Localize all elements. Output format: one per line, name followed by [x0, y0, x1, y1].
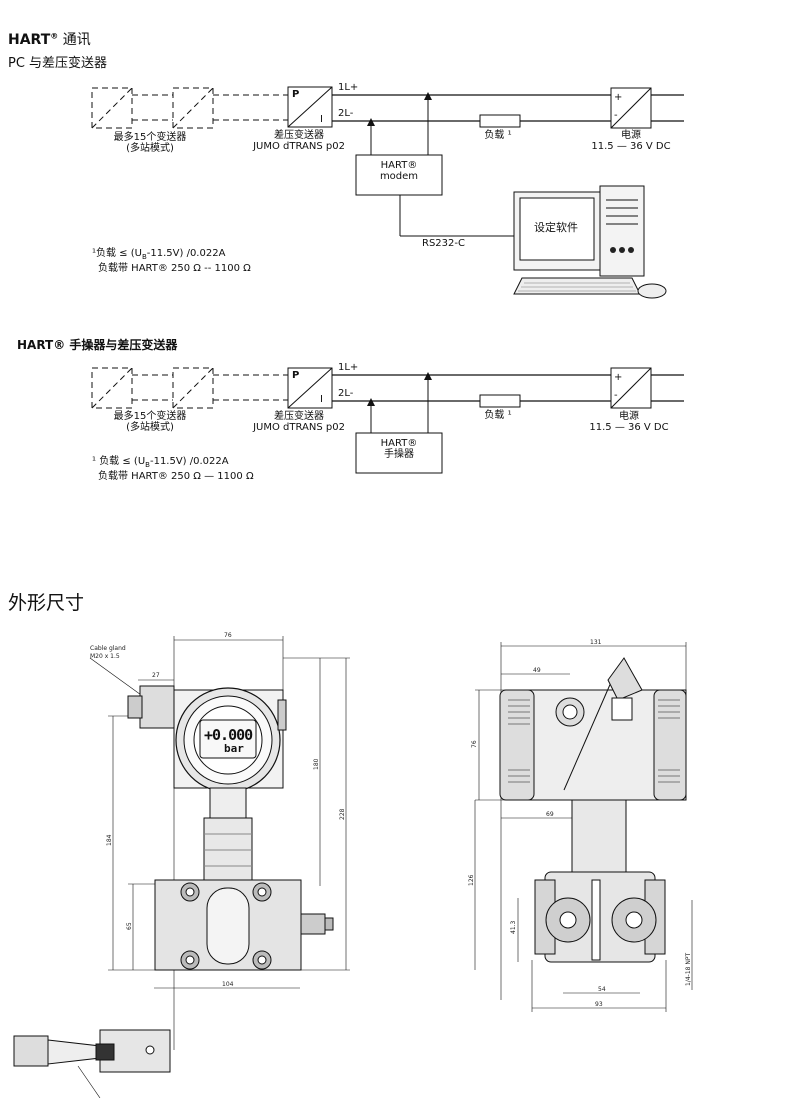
dim-180: 180 [313, 758, 320, 770]
d2-power-plus: + [614, 372, 623, 383]
dim-126: 126 [468, 874, 475, 886]
dim-131: 131 [590, 639, 602, 646]
dim-65: 65 [126, 922, 133, 930]
d1-multi-label: 最多15个变送器(多站模式) [113, 132, 187, 154]
dim-76-side: 76 [471, 740, 478, 748]
d1-line2-label: 2L- [338, 108, 354, 119]
diagram-2 [91, 367, 684, 474]
d2-load-label: 负载 ¹ [484, 410, 512, 421]
d2-line1-label: 1L+ [338, 362, 359, 373]
d1-modem-label: HART®modem [379, 160, 419, 182]
dim-41-3: 41.3 [510, 920, 517, 934]
dim-184: 184 [106, 834, 113, 846]
d2-transmitter-p: P [292, 370, 300, 381]
d2-footnote: ¹ 负载 ≤ (UB-11.5V) /0.022A 负载带 HART® 250 … [92, 456, 254, 482]
dim-104: 104 [222, 981, 234, 988]
d1-footnote: ¹负载 ≤ (UB-11.5V) /0.022A 负载带 HART® 250 Ω… [92, 248, 251, 274]
d1-transmitter-i: I [320, 114, 323, 125]
lcd-unit: bar [224, 742, 244, 755]
d2-power-minus: - [614, 390, 618, 401]
diagram-1 [91, 86, 684, 299]
d1-transmitter-p: P [292, 89, 300, 100]
page-subtitle: PC 与差压变送器 [8, 56, 108, 71]
lcd-value: +0.000 [204, 726, 253, 744]
dim-93: 93 [595, 1001, 603, 1008]
d2-multi-label: 最多15个变送器(多站模式) [113, 411, 187, 433]
dim-27: 27 [152, 672, 160, 679]
d1-power-minus: - [614, 110, 618, 121]
d1-load-label: 负载 ¹ [484, 130, 512, 141]
dim-69: 69 [546, 811, 554, 818]
dimensions-title: 外形尺寸 [8, 592, 85, 614]
dim-228: 228 [339, 808, 346, 820]
dim-76-front: 76 [224, 632, 232, 639]
d2-handheld-label: HART®手操器 [380, 438, 418, 460]
section2-title: HART® 手操器与差压变送器 [17, 338, 178, 352]
page-title: HART® 通讯 [8, 31, 91, 48]
cable-gland-label-1: Cable gland [90, 645, 126, 652]
d2-line2-label: 2L- [338, 388, 354, 399]
d1-power-plus: + [614, 92, 623, 103]
d2-transmitter-i: I [320, 394, 323, 405]
cable-gland-label-2: M20 x 1.5 [90, 653, 120, 660]
pc-screen-label: 设定软件 [534, 221, 578, 234]
d1-line1-label: 1L+ [338, 82, 359, 93]
dim-54: 54 [598, 986, 606, 993]
dim-npt: 1/4-18 NPT [685, 953, 692, 986]
dim-49: 49 [533, 667, 541, 674]
d1-rs232-label: RS232-C [422, 238, 465, 249]
